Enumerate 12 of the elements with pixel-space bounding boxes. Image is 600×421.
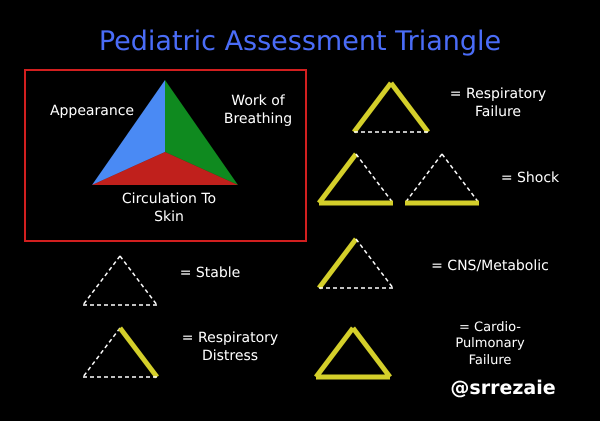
legend-text: = Respiratory Failure	[448, 86, 548, 121]
triangle-side-label: Circulation To Skin	[120, 191, 218, 226]
triangle-side-label: Appearance	[48, 103, 136, 120]
legend-text: = Stable	[178, 265, 242, 282]
title: Pediatric Assessment Triangle	[98, 25, 502, 59]
author-handle: @srrezaie	[449, 377, 557, 401]
legend-text: = Respiratory Distress	[180, 330, 280, 365]
legend-text: = Shock	[500, 170, 560, 188]
triangle-side-label: Work of Breathing	[222, 93, 294, 128]
legend-text: = CNS/Metabolic	[430, 258, 550, 276]
framed-panel	[24, 69, 307, 242]
legend-text: = Cardio- Pulmonary Failure	[454, 320, 526, 369]
